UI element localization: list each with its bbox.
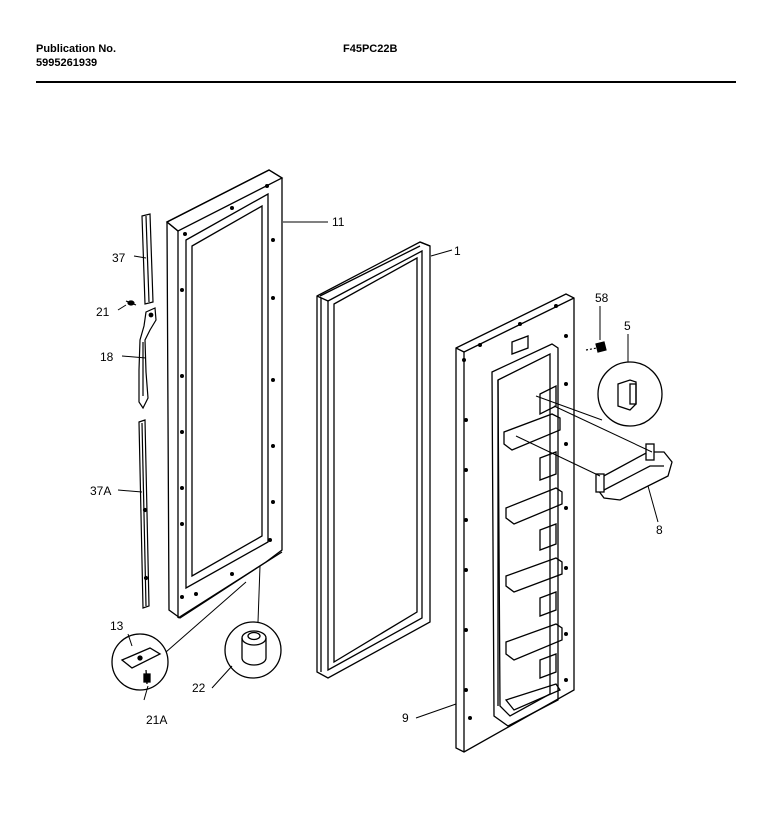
header-rule xyxy=(36,81,736,83)
publication-number: 5995261939 xyxy=(36,57,98,69)
shelf-bar-8 xyxy=(595,443,673,501)
callout-18: 18 xyxy=(100,350,114,364)
leader-lines xyxy=(515,395,653,477)
callout-leaders xyxy=(117,221,659,719)
screw-58 xyxy=(585,341,607,353)
callout-11: 11 xyxy=(332,215,345,229)
callout-8: 8 xyxy=(656,523,663,537)
callout-1: 1 xyxy=(454,244,461,258)
callout-58: 58 xyxy=(595,291,609,305)
publication-label: Publication No. xyxy=(36,43,117,55)
callout-37: 37 xyxy=(112,251,126,265)
callout-21: 21 xyxy=(96,305,110,319)
door-liner-holes xyxy=(462,304,568,720)
hinge-arm-18 xyxy=(138,307,157,410)
trim-strip-37 xyxy=(141,213,154,305)
detail-circle-13 xyxy=(111,633,169,691)
door-frame-11 xyxy=(165,169,284,619)
model-number: F45PC22B xyxy=(343,43,398,55)
callout-9: 9 xyxy=(402,711,409,725)
trim-strip-37a xyxy=(138,419,150,609)
callout-37a: 37A xyxy=(90,484,111,498)
callout-5: 5 xyxy=(624,319,631,333)
detail-circle-5 xyxy=(597,361,663,427)
door-liner-9 xyxy=(455,293,575,753)
callout-21a: 21A xyxy=(146,713,167,727)
screw-21 xyxy=(125,300,137,306)
callout-22: 22 xyxy=(192,681,206,695)
door-gasket-1 xyxy=(316,241,431,679)
callout-13: 13 xyxy=(110,619,124,633)
detail-circle-22 xyxy=(224,621,282,679)
door-frame-holes xyxy=(180,184,275,599)
